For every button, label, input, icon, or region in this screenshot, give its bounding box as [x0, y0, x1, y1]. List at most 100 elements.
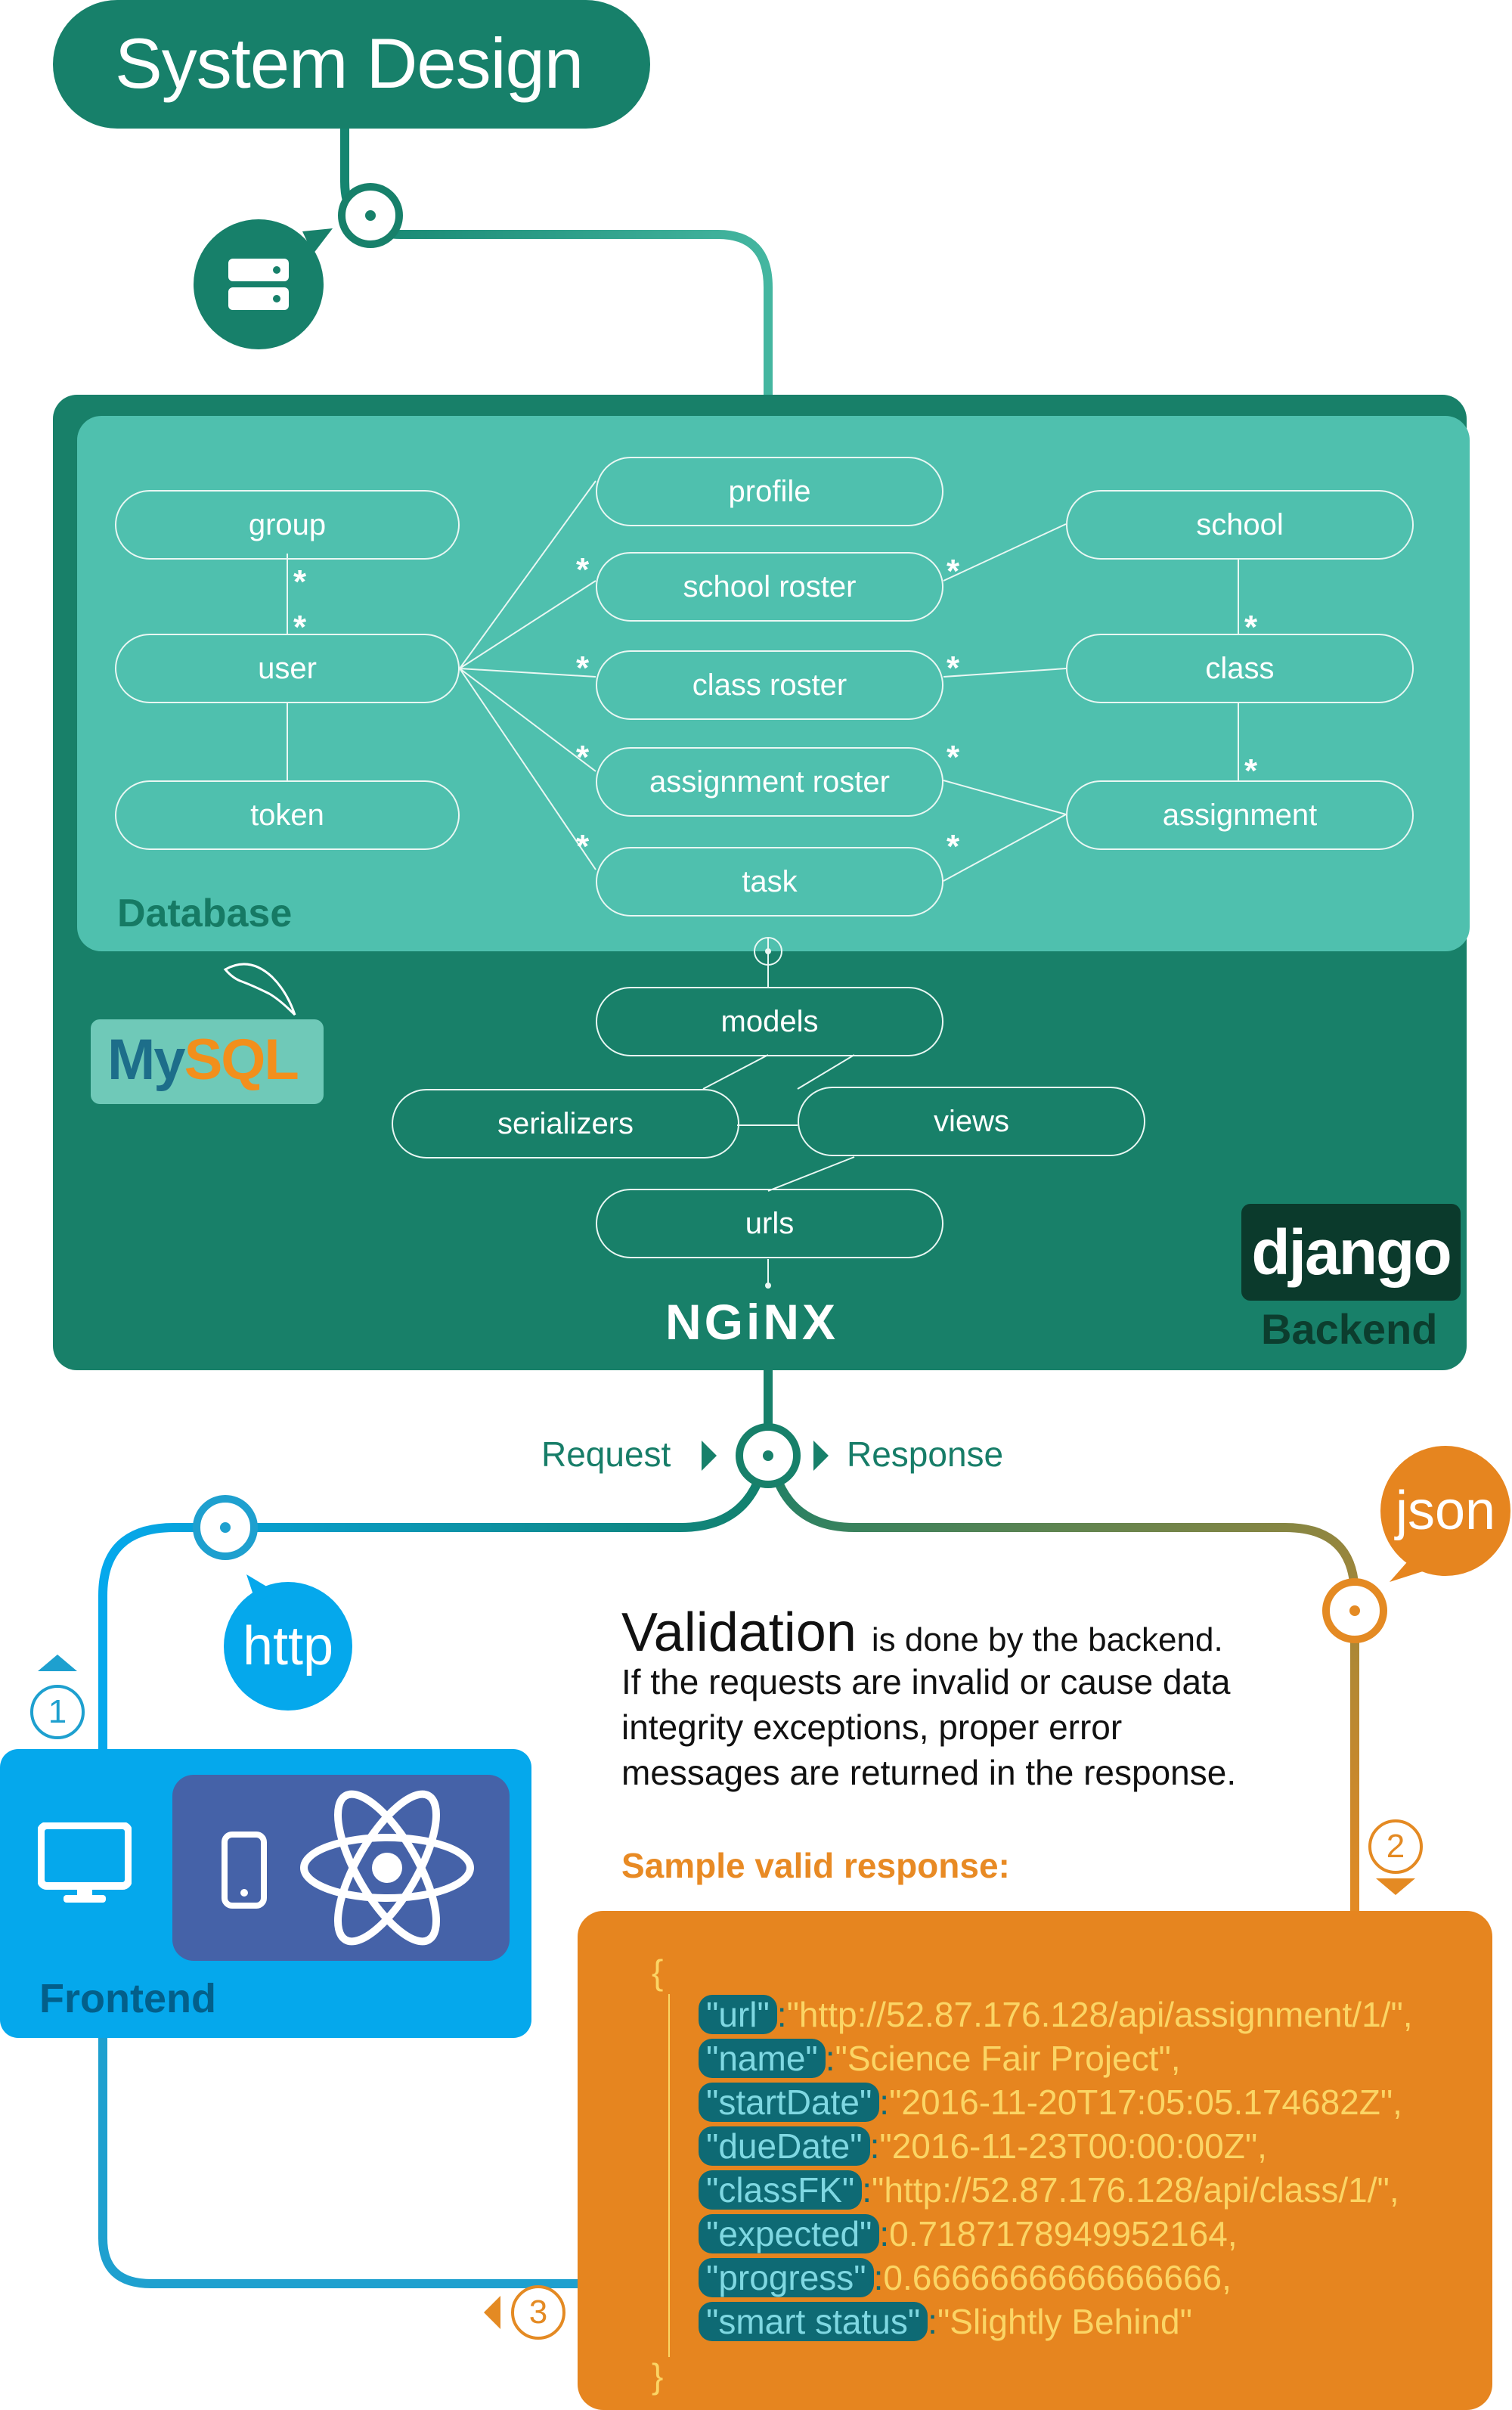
- sample-response-label: Sample valid response:: [621, 1846, 1010, 1885]
- validation-heading-word: Validation: [621, 1602, 857, 1663]
- json-separator: :: [825, 2039, 835, 2078]
- multiplicity-star: *: [947, 828, 960, 865]
- node-serializers: serializers: [392, 1089, 739, 1158]
- json-value: "2016-11-20T17:05:05.174682Z",: [889, 2083, 1402, 2122]
- node-token: token: [115, 780, 460, 850]
- json-field-line: "classFK":"http://52.87.176.128/api/clas…: [699, 2170, 1399, 2210]
- json-field-line: "name":"Science Fair Project",: [699, 2038, 1181, 2079]
- validation-line: integrity exceptions, proper error: [621, 1707, 1123, 1747]
- title-pill: System Design: [53, 0, 650, 129]
- code-indent-line: [668, 1994, 670, 2357]
- json-value: "http://52.87.176.128/api/assignment/1/"…: [786, 1995, 1413, 2034]
- multiplicity-star: *: [576, 650, 590, 687]
- json-close-brace: }: [652, 2356, 664, 2396]
- validation-heading: Validation is done by the backend.: [621, 1602, 1223, 1664]
- json-separator: :: [776, 1995, 787, 2034]
- react-icon: [300, 1790, 474, 1946]
- er-relations: [287, 480, 1239, 1289]
- node-user: user: [115, 634, 460, 703]
- json-value: 0.6666666666666666,: [883, 2258, 1232, 2297]
- server-icon: [194, 219, 324, 349]
- json-label: json: [1395, 1481, 1496, 1541]
- http-label: http: [242, 1616, 334, 1676]
- mysql-logo: MySQL: [91, 1019, 324, 1104]
- phone-icon: [222, 1832, 267, 1909]
- multiplicity-star: *: [293, 563, 307, 600]
- json-field-line: "url":"http://52.87.176.128/api/assignme…: [699, 1994, 1413, 2035]
- json-key: "expected": [699, 2214, 880, 2253]
- json-key: "progress": [699, 2258, 874, 2297]
- json-field-line: "expected":0.7187178949952164,: [699, 2213, 1238, 2254]
- validation-body: If the requests are invalid or cause dat…: [621, 1659, 1287, 1795]
- json-open-brace: {: [652, 1953, 664, 1992]
- node-models: models: [596, 987, 943, 1056]
- json-key: "dueDate": [699, 2126, 870, 2166]
- validation-heading-tail: is done by the backend.: [871, 1621, 1223, 1658]
- multiplicity-star: *: [1244, 609, 1258, 646]
- multiplicity-star: *: [947, 650, 960, 687]
- nginx-logo: NGiNX: [665, 1294, 839, 1350]
- validation-line: If the requests are invalid or cause dat…: [621, 1662, 1231, 1701]
- django-logo: django: [1241, 1204, 1461, 1301]
- json-value: "Science Fair Project",: [835, 2039, 1181, 2078]
- bubble-tail: [302, 228, 333, 254]
- json-value: 0.7187178949952164,: [889, 2214, 1238, 2253]
- json-key: "startDate": [699, 2083, 880, 2122]
- node-school-roster: school roster: [596, 552, 943, 622]
- json-bubble: json: [1380, 1446, 1510, 1576]
- json-separator: :: [928, 2302, 937, 2341]
- json-separator: :: [879, 2083, 890, 2122]
- bubble-tail: [246, 1574, 277, 1602]
- json-field-line: "startDate":"2016-11-20T17:05:05.174682Z…: [699, 2082, 1402, 2123]
- json-value: "Slightly Behind": [937, 2302, 1192, 2341]
- node-urls: urls: [596, 1189, 943, 1258]
- multiplicity-star: *: [576, 739, 590, 776]
- response-label: Response: [847, 1435, 1004, 1474]
- json-field-line: "dueDate":"2016-11-23T00:00:00Z",: [699, 2126, 1267, 2167]
- bubble-tail: [1390, 1556, 1423, 1582]
- node-task: task: [596, 847, 943, 917]
- multiplicity-star: *: [576, 551, 590, 588]
- mobile-app-panel: [172, 1775, 510, 1961]
- node-profile: profile: [596, 457, 943, 526]
- http-bubble: http: [224, 1582, 352, 1711]
- json-key: "url": [699, 1995, 777, 2034]
- node-assignment: assignment: [1066, 780, 1414, 850]
- database-panel: [77, 416, 1470, 951]
- multiplicity-star: *: [576, 828, 590, 865]
- frontend-label: Frontend: [39, 1976, 216, 2021]
- node-school: school: [1066, 490, 1414, 560]
- json-separator: :: [862, 2170, 872, 2210]
- json-separator: :: [879, 2214, 890, 2253]
- multiplicity-star: *: [1244, 752, 1258, 789]
- multiplicity-star: *: [947, 739, 960, 776]
- dolphin-icon: [223, 963, 296, 1016]
- step-3: 3: [511, 2285, 565, 2340]
- validation-line: messages are returned in the response.: [621, 1753, 1237, 1792]
- json-key: "classFK": [699, 2170, 863, 2210]
- request-label: Request: [541, 1435, 671, 1474]
- backend-label: Backend: [1261, 1305, 1438, 1353]
- node-assignment-roster: assignment roster: [596, 747, 943, 817]
- json-separator: :: [873, 2258, 884, 2297]
- node-class: class: [1066, 634, 1414, 703]
- json-separator: :: [869, 2126, 880, 2166]
- json-field-line: "smart status":"Slightly Behind": [699, 2301, 1192, 2342]
- desktop-icon: [38, 1822, 132, 1903]
- multiplicity-star: *: [947, 553, 960, 590]
- sample-response-box: { "url":"http://52.87.176.128/api/assign…: [578, 1911, 1492, 2410]
- json-key: "smart status": [699, 2302, 928, 2341]
- node-class-roster: class roster: [596, 650, 943, 720]
- multiplicity-star: *: [293, 609, 307, 646]
- database-label: Database: [117, 892, 293, 935]
- json-field-line: "progress":0.6666666666666666,: [699, 2257, 1232, 2298]
- step-1: 1: [30, 1685, 85, 1739]
- page-title: System Design: [115, 23, 584, 103]
- json-value: "2016-11-23T00:00:00Z",: [879, 2126, 1267, 2166]
- json-key: "name": [699, 2039, 826, 2078]
- node-group: group: [115, 490, 460, 560]
- json-value: "http://52.87.176.128/api/class/1/",: [872, 2170, 1399, 2210]
- node-views: views: [798, 1087, 1145, 1156]
- step-2: 2: [1368, 1819, 1423, 1874]
